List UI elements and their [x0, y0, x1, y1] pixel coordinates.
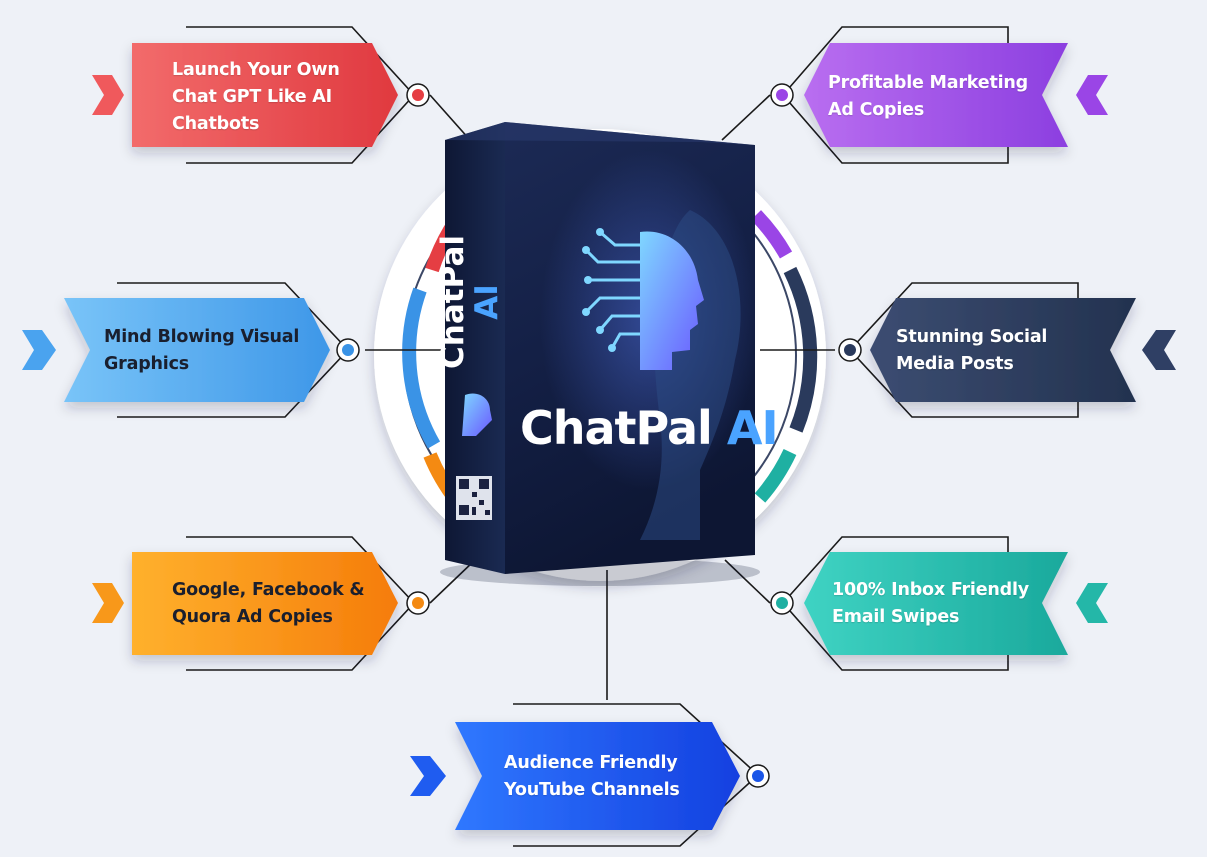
side-logo-icon: [462, 393, 492, 436]
chevron-right-icon: [92, 75, 124, 115]
product-name: ChatPal AI: [520, 400, 779, 456]
product-name-text: ChatPal: [520, 401, 713, 455]
chevron-right-icon: [92, 583, 124, 623]
chevron-right-icon: [22, 330, 56, 370]
feature-label-youtube: Audience Friendly YouTube Channels: [504, 753, 680, 800]
feature-banner-chatbots: [92, 43, 430, 147]
chevron-left-icon: [1142, 330, 1176, 370]
product-box: [440, 122, 760, 586]
chevron-right-icon: [410, 756, 446, 796]
feature-banner-email: [770, 552, 1108, 655]
feature-label-marketing: Profitable Marketing Ad Copies: [828, 73, 1028, 120]
feature-banner-adcopies: [92, 552, 430, 655]
feature-label-chatbots: Launch Your Own Chat GPT Like AI Chatbot…: [172, 60, 340, 134]
circuit-head-icon: [582, 228, 704, 370]
chevron-left-icon: [1076, 75, 1108, 115]
feature-banner-graphics: [22, 298, 360, 402]
qr-code: [456, 476, 492, 520]
feature-label-graphics: Mind Blowing Visual Graphics: [104, 327, 300, 374]
feature-label-email: 100% Inbox Friendly Email Swipes: [832, 580, 1029, 627]
side-product-name-suffix: AI: [469, 284, 505, 320]
chevron-left-icon: [1076, 583, 1108, 623]
feature-banner-youtube: [410, 722, 770, 830]
feature-banner-social: [838, 298, 1176, 402]
feature-banner-marketing: [770, 43, 1108, 147]
feature-label-social: Stunning Social Media Posts: [896, 327, 1048, 374]
product-name-suffix: AI: [726, 401, 779, 455]
box-side: [445, 122, 505, 574]
side-product-name: ChatPal AI: [435, 217, 505, 387]
feature-label-adcopies: Google, Facebook & Quora Ad Copies: [172, 580, 365, 627]
side-product-name-text: ChatPal: [435, 235, 471, 369]
